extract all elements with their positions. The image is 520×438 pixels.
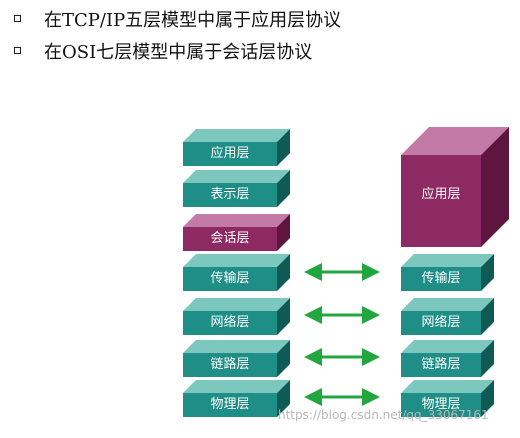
tcpip-layer-3-label: 网络层	[421, 315, 461, 330]
tcpip-layer-2-side	[481, 254, 494, 291]
tcpip-layer-4-label: 链路层	[421, 357, 461, 372]
tcpip-layer-3	[401, 298, 494, 335]
tcpip-layer-1-label: 应用层	[421, 187, 461, 202]
osi-layer-6-top	[183, 340, 290, 353]
tcpip-layer-3-top	[401, 298, 494, 311]
osi-layer-6-label: 链路层	[210, 357, 250, 372]
osi-layer-2-top	[183, 170, 290, 183]
osi-layer-4-label: 传输层	[210, 271, 250, 286]
osi-layer-4-front	[183, 267, 277, 291]
osi-layer-6-front	[183, 353, 277, 377]
osi-layer-3	[183, 214, 290, 251]
watermark: https://blog.csdn.net/qq_33067161	[278, 408, 489, 422]
osi-layer-5-label: 网络层	[210, 315, 250, 330]
bullet-text-2: 在OSI七层模型中属于会话层协议	[44, 42, 313, 63]
tcpip-layer-1-front	[401, 155, 481, 247]
tcpip-layer-5-front	[401, 393, 481, 417]
square-bullet-icon	[14, 47, 21, 54]
osi-layer-1	[183, 129, 290, 166]
osi-layer-7-label: 物理层	[210, 397, 250, 412]
osi-layer-6	[183, 340, 290, 377]
osi-layer-5-top	[183, 298, 290, 311]
osi-layer-4-top	[183, 254, 290, 267]
tcpip-layer-4	[401, 340, 494, 377]
osi-layer-7	[183, 380, 290, 417]
osi-layer-7-front	[183, 393, 277, 417]
osi-layer-5-side	[277, 298, 290, 335]
osi-layer-2	[183, 170, 290, 207]
tcpip-layer-1-side	[481, 127, 509, 247]
osi-layer-3-side	[277, 214, 290, 251]
osi-layer-2-label: 表示层	[210, 187, 250, 202]
tcpip-layer-2-front	[401, 267, 481, 291]
osi-layer-6-side	[277, 340, 290, 377]
tcpip-layer-4-side	[481, 340, 494, 377]
osi-layer-3-label: 会话层	[210, 231, 250, 246]
tcpip-layer-5-top	[401, 380, 494, 393]
osi-layer-1-side	[277, 129, 290, 166]
osi-layer-1-front	[183, 142, 277, 166]
tcpip-layer-3-front	[401, 311, 481, 335]
osi-layer-4	[183, 254, 290, 291]
tcpip-layer-1	[401, 127, 509, 247]
osi-layer-2-side	[277, 170, 290, 207]
osi-layer-7-side	[277, 380, 290, 417]
osi-layer-5	[183, 298, 290, 335]
tcpip-layer-5	[401, 380, 494, 417]
osi-layer-7-top	[183, 380, 290, 393]
tcpip-layer-5-label: 物理层	[421, 397, 461, 412]
tcpip-layer-5-side	[481, 380, 494, 417]
osi-layer-1-top	[183, 129, 290, 142]
tcpip-layer-2-label: 传输层	[421, 271, 461, 286]
osi-layer-5-front	[183, 311, 277, 335]
bullet-text-1: 在TCP/IP五层模型中属于应用层协议	[44, 10, 342, 31]
osi-layer-2-front	[183, 183, 277, 207]
osi-layer-3-top	[183, 214, 290, 227]
osi-layer-4-side	[277, 254, 290, 291]
osi-layer-3-front	[183, 227, 277, 251]
osi-layer-1-label: 应用层	[210, 146, 250, 161]
tcpip-layer-4-front	[401, 353, 481, 377]
square-bullet-icon	[14, 15, 21, 22]
tcpip-layer-4-top	[401, 340, 494, 353]
tcpip-layer-1-top	[401, 127, 509, 155]
tcpip-layer-3-side	[481, 298, 494, 335]
tcpip-layer-2	[401, 254, 494, 291]
tcpip-layer-2-top	[401, 254, 494, 267]
